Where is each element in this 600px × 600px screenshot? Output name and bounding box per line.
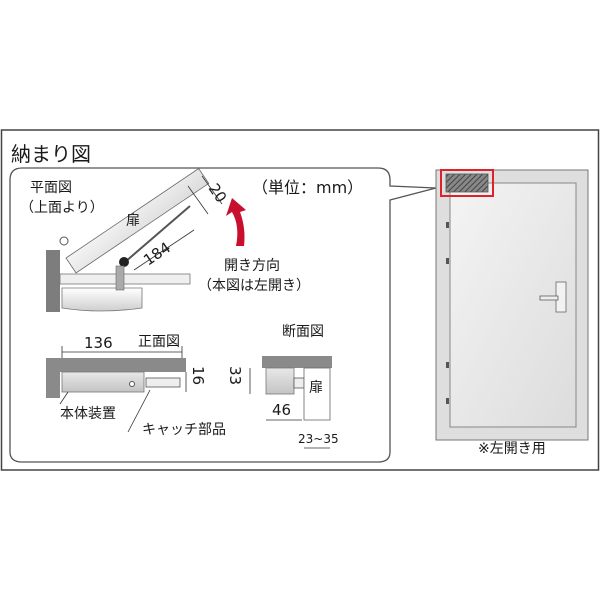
dim-20-line-a — [187, 185, 209, 215]
section-door-label: 扉 — [309, 380, 323, 396]
label-body-device: 本体装置 — [60, 406, 116, 422]
front-body-device — [61, 371, 145, 393]
plan-ceiling-line — [59, 273, 191, 285]
plan-view-subtitle: （上面より） — [20, 200, 104, 216]
section-door — [303, 367, 331, 421]
highlight-box — [440, 169, 494, 197]
front-wall-side — [46, 358, 60, 398]
dim-136: 136 — [84, 334, 113, 352]
front-catch-part — [145, 377, 181, 388]
plan-door-label: 扉 — [126, 213, 140, 229]
plan-body-device — [61, 287, 143, 312]
leader-body — [59, 391, 69, 405]
front-screw — [129, 381, 135, 387]
dim-20-line-b — [201, 175, 223, 205]
plan-arm-pivot — [119, 257, 129, 267]
unit-label: （単位：mm） — [252, 178, 363, 197]
front-wall — [46, 358, 186, 372]
section-body — [265, 367, 295, 395]
door-handle — [539, 295, 559, 301]
front-view-title: 正面図 — [138, 334, 180, 350]
diagram-title: 納まり図 — [11, 142, 91, 166]
leader-catch — [127, 389, 151, 433]
dim-33: 33 — [226, 366, 244, 385]
plan-arm — [124, 205, 191, 263]
dim-184-line — [133, 229, 195, 271]
plan-door-leaf — [65, 167, 210, 274]
door-hinges — [446, 222, 449, 404]
section-catch — [293, 377, 305, 389]
plan-wall — [46, 250, 60, 312]
opening-direction-label: 開き方向 — [224, 258, 280, 274]
dim-46: 46 — [272, 401, 291, 419]
plan-arm-link — [115, 265, 125, 291]
left-opening-note: ※左開き用 — [478, 441, 546, 457]
plan-view-title: 平面図 — [30, 180, 72, 196]
dim-thickness: 23~35 — [298, 432, 339, 446]
opening-direction-arrow — [226, 198, 246, 246]
section-view-title: 断面図 — [282, 324, 324, 340]
door-closer — [445, 173, 489, 193]
plan-hinge — [59, 236, 69, 246]
opening-direction-note: （本図は左開き） — [198, 278, 310, 294]
door-panel — [449, 182, 577, 428]
dim-16: 16 — [189, 366, 207, 385]
label-catch-part: キャッチ部品 — [142, 422, 226, 438]
section-ceiling — [262, 356, 332, 368]
